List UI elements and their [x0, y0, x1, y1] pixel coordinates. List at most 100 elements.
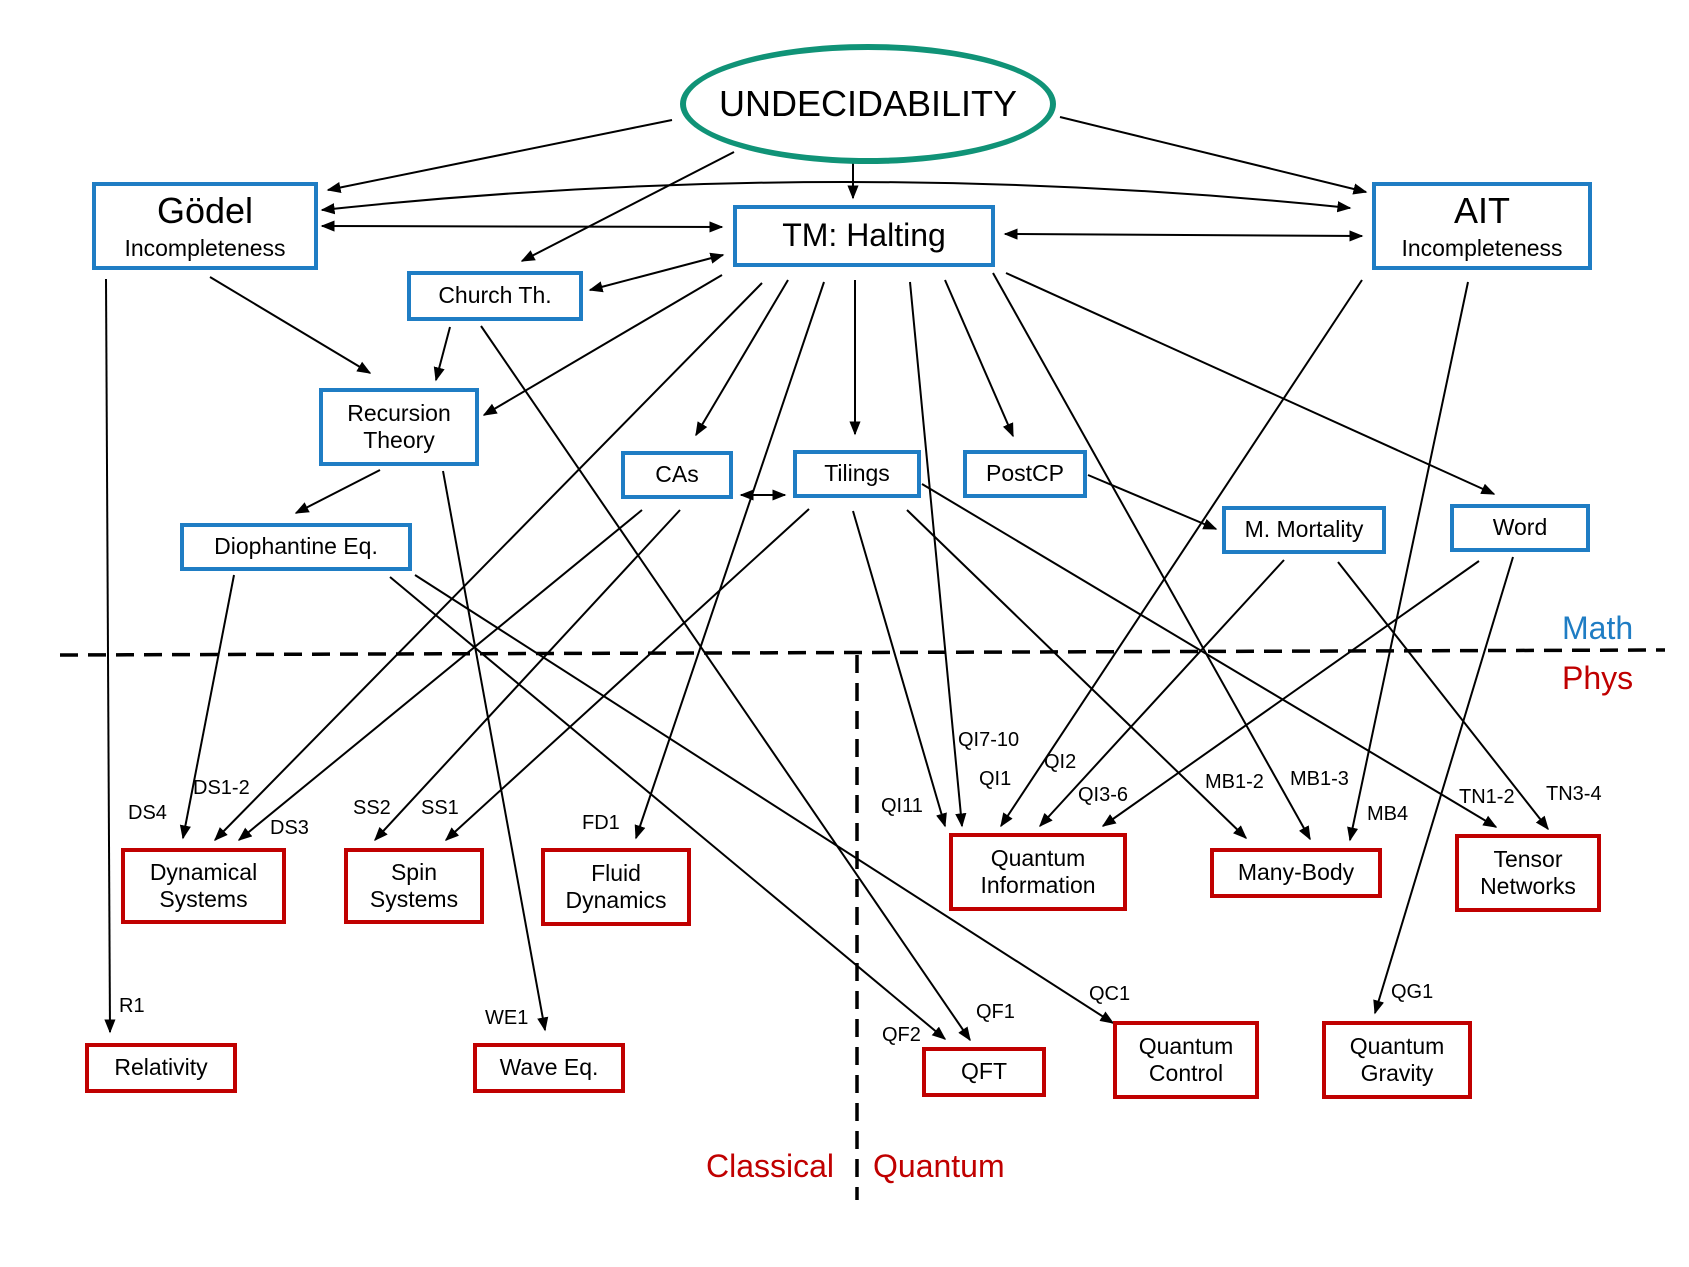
- edge-label-mb12: MB1-2: [1205, 771, 1264, 793]
- edge-dioph-to-dynamical: [179, 574, 235, 840]
- spin-line2: Systems: [369, 886, 459, 912]
- postcp-node: PostCP: [963, 450, 1087, 498]
- fluid-dynamics-node: Fluid Dynamics: [541, 848, 691, 926]
- edge-label-qf2: QF2: [882, 1024, 921, 1046]
- edge-ait-to-manybody: [1347, 281, 1469, 842]
- edge-church-to-qft: [480, 325, 971, 1042]
- diophantine-node: Diophantine Eq.: [180, 523, 412, 571]
- tensor-line1: Tensor: [1493, 845, 1563, 872]
- edge-tilings-to-spin: [444, 508, 810, 841]
- manybody-title: Many-Body: [1237, 859, 1355, 886]
- edge-godel-to-relativity: [104, 278, 116, 1034]
- qft-title: QFT: [961, 1058, 1007, 1085]
- edge-tm-to-qinfo: [909, 281, 967, 828]
- edge-label-tn12: TN1-2: [1459, 786, 1515, 808]
- wave-eq-node: Wave Eq.: [473, 1043, 625, 1093]
- edge-ait-to-qinfo: [1000, 279, 1363, 828]
- edge-label-qi2: QI2: [1044, 751, 1077, 773]
- word-title: Word: [1492, 514, 1548, 541]
- edge-label-ss1: SS1: [421, 797, 459, 819]
- quantum-control-node: Quantum Control: [1113, 1021, 1259, 1099]
- edge-undec-to-godel: [326, 119, 673, 193]
- dynamical-line2: Systems: [159, 886, 248, 912]
- edge-recursion-to-waveeq: [442, 470, 549, 1032]
- tensor-networks-node: Tensor Networks: [1455, 834, 1601, 912]
- edge-label-fd1: FD1: [582, 812, 620, 834]
- edge-label-tn34: TN3-4: [1546, 783, 1602, 805]
- spin-systems-node: Spin Systems: [344, 848, 484, 924]
- relativity-title: Relativity: [114, 1054, 208, 1081]
- tensor-line2: Networks: [1480, 873, 1576, 899]
- diophantine-title: Diophantine Eq.: [214, 533, 378, 560]
- many-body-node: Many-Body: [1210, 848, 1382, 898]
- edge-label-ds3: DS3: [270, 817, 309, 839]
- edge-label-ss2: SS2: [353, 797, 391, 819]
- church-thesis-node: Church Th.: [407, 271, 583, 321]
- edge-label-mb13: MB1-3: [1290, 768, 1349, 790]
- tm-halting-title: TM: Halting: [782, 217, 946, 254]
- edge-tm-to-word: [1005, 272, 1496, 495]
- edge-tilings-to-qinfo: [852, 510, 947, 828]
- godel-title: Gödel: [156, 190, 254, 232]
- fluid-line1: Fluid: [591, 859, 641, 886]
- quantum-information-node: Quantum Information: [949, 833, 1127, 911]
- classical-region-label: Classical: [706, 1148, 835, 1184]
- relativity-node: Relativity: [85, 1043, 237, 1093]
- cas-node: CAs: [621, 451, 733, 499]
- edge-cas-to-dynamical: [237, 509, 643, 841]
- qinfo-line2: Information: [980, 872, 1096, 898]
- edge-tm-to-dynamical-1: [214, 282, 763, 841]
- mortality-node: M. Mortality: [1222, 506, 1386, 554]
- mortality-title: M. Mortality: [1244, 516, 1364, 543]
- edge-dioph-to-qcontrol: [414, 574, 1115, 1024]
- edge-tilings-to-tensor: [921, 483, 1498, 828]
- waveeq-title: Wave Eq.: [499, 1054, 599, 1081]
- edge-mortality-to-qinfo: [1039, 559, 1285, 828]
- math-region-label: Math: [1562, 610, 1634, 646]
- edge-undec-to-ait: [1059, 116, 1368, 195]
- edge-label-ds12: DS1-2: [193, 777, 250, 799]
- qgravity-line2: Gravity: [1360, 1060, 1434, 1086]
- edge-church-tm: [588, 252, 725, 293]
- edge-tm-to-manybody: [992, 272, 1311, 841]
- tilings-title: Tilings: [824, 460, 890, 487]
- edge-label-r1: R1: [119, 995, 145, 1017]
- edge-church-to-recursion: [433, 326, 451, 382]
- quantum-region-label: Quantum: [873, 1148, 1005, 1184]
- edge-label-qi11: QI11: [881, 795, 923, 817]
- word-node: Word: [1450, 504, 1590, 552]
- tm-halting-node: TM: Halting: [733, 205, 995, 267]
- ait-title: AIT: [1453, 190, 1510, 232]
- qgravity-line1: Quantum: [1349, 1032, 1445, 1059]
- edge-label-mb4: MB4: [1367, 803, 1409, 825]
- edge-label-qf1: QF1: [976, 1001, 1015, 1023]
- edge-mortality-to-tensor: [1337, 561, 1549, 831]
- edge-word-to-qgravity: [1373, 556, 1514, 1015]
- edge-label-qi710: QI7-10: [958, 729, 1020, 751]
- edge-label-qg1: QG1: [1391, 981, 1434, 1003]
- edge-undec-to-church: [520, 151, 735, 262]
- edge-label-we1: WE1: [485, 1007, 529, 1029]
- edge-tm-ait: [1003, 228, 1364, 242]
- quantum-gravity-node: Quantum Gravity: [1322, 1021, 1472, 1099]
- edge-tm-to-recursion: [482, 274, 723, 416]
- edge-tm-to-fluid: [634, 281, 825, 840]
- godel-subtitle: Incompleteness: [124, 234, 286, 261]
- root-title: UNDECIDABILITY: [718, 83, 1018, 124]
- spin-line1: Spin: [390, 858, 438, 885]
- edge-godel-to-recursion: [209, 276, 372, 374]
- recursion-line2: Theory: [363, 427, 435, 453]
- edge-label-ds4: DS4: [128, 802, 167, 824]
- fluid-line2: Dynamics: [565, 887, 667, 913]
- edge-word-to-qinfo: [1101, 560, 1480, 827]
- edge-dioph-to-qft: [389, 576, 947, 1040]
- godel-node: Gödel Incompleteness: [92, 182, 318, 270]
- edge-tm-to-postcp: [944, 279, 1014, 438]
- cas-title: CAs: [655, 461, 699, 488]
- edge-recursion-to-diophantine: [294, 469, 381, 514]
- ait-subtitle: Incompleteness: [1401, 234, 1563, 261]
- edge-godel-tm: [320, 220, 724, 233]
- edge-label-qi1: QI1: [979, 768, 1012, 790]
- edge-godel-ait-curve: [320, 180, 1352, 215]
